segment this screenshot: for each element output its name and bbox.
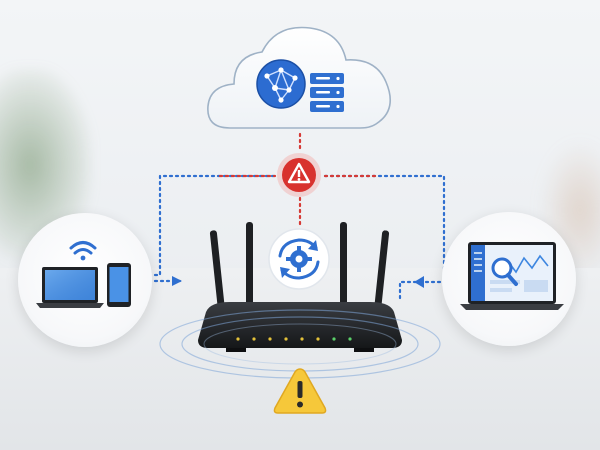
laptop-icon	[36, 267, 104, 308]
arrow-right-in	[414, 276, 424, 288]
monitoring-laptop-circle	[442, 212, 576, 346]
status-leds	[236, 337, 352, 341]
server-stack-icon	[310, 73, 344, 112]
router-icon	[198, 222, 402, 352]
arrow-left-in	[172, 276, 182, 286]
antenna-3	[340, 222, 347, 308]
alert-triangle-icon	[277, 153, 321, 197]
analytics-laptop-icon	[460, 242, 564, 310]
connector-right-blue	[323, 174, 446, 272]
antenna-4	[374, 230, 390, 311]
magnifier-icon	[491, 257, 518, 286]
connector-right-lower	[398, 280, 446, 300]
globe-network-icon	[256, 59, 306, 109]
wifi-icon	[69, 241, 97, 255]
warning-triangle-icon	[273, 368, 327, 414]
smartphone-icon	[107, 263, 131, 307]
client-devices-graphic	[36, 241, 131, 308]
client-devices-circle	[18, 213, 152, 347]
sync-gear-icon	[268, 228, 330, 290]
antenna-1	[209, 230, 225, 311]
connector-left-blue	[153, 174, 277, 277]
antenna-2	[246, 222, 253, 308]
